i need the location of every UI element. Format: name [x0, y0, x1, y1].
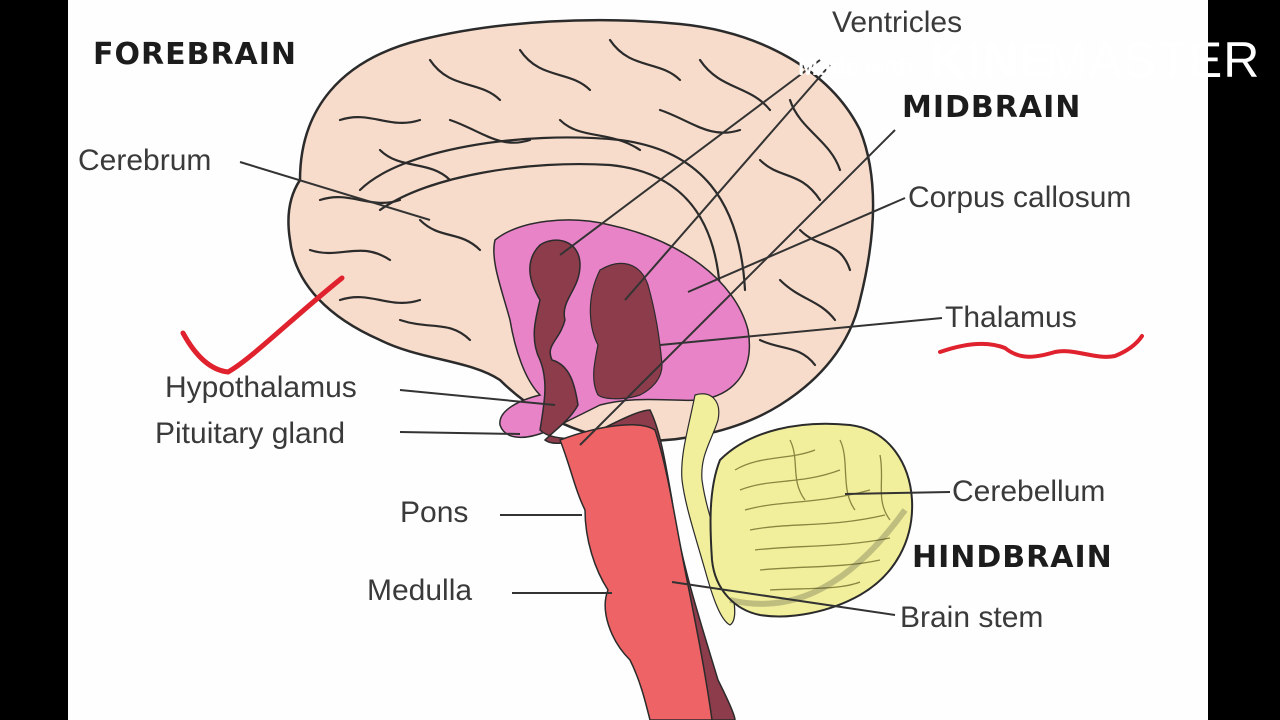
label-pituitary-gland: Pituitary gland	[155, 417, 345, 450]
hindbrain-heading: HINDBRAIN	[912, 540, 1113, 575]
cerebellum-folia	[734, 439, 891, 591]
watermark-prefix: Made with	[798, 54, 914, 81]
forebrain-heading: FOREBRAIN	[93, 37, 297, 72]
ventricles-upper	[589, 262, 663, 400]
label-brain-stem: Brain stem	[900, 601, 1043, 634]
underline-annotation	[938, 334, 1144, 359]
kinemaster-watermark: Made with KINE MASTER	[798, 32, 1260, 88]
label-thalamus: Thalamus	[945, 301, 1077, 334]
checkmark-annotation	[180, 275, 345, 375]
label-ventricles: Ventricles	[832, 6, 962, 39]
cerebellum-edge	[729, 508, 908, 607]
cerebellum-shape	[709, 422, 914, 618]
label-hypothalamus: Hypothalamus	[165, 371, 357, 404]
watermark-brand-master: MASTER	[1046, 32, 1260, 88]
label-pons: Pons	[400, 496, 468, 529]
leader-lines	[239, 59, 951, 616]
label-medulla: Medulla	[367, 574, 472, 607]
label-cerebrum: Cerebrum	[78, 144, 211, 177]
label-corpus-callosum: Corpus callosum	[908, 181, 1131, 214]
label-cerebellum: Cerebellum	[952, 475, 1105, 508]
watermark-brand-kine: KINE	[930, 32, 1053, 88]
midbrain-heading: MIDBRAIN	[902, 90, 1081, 125]
